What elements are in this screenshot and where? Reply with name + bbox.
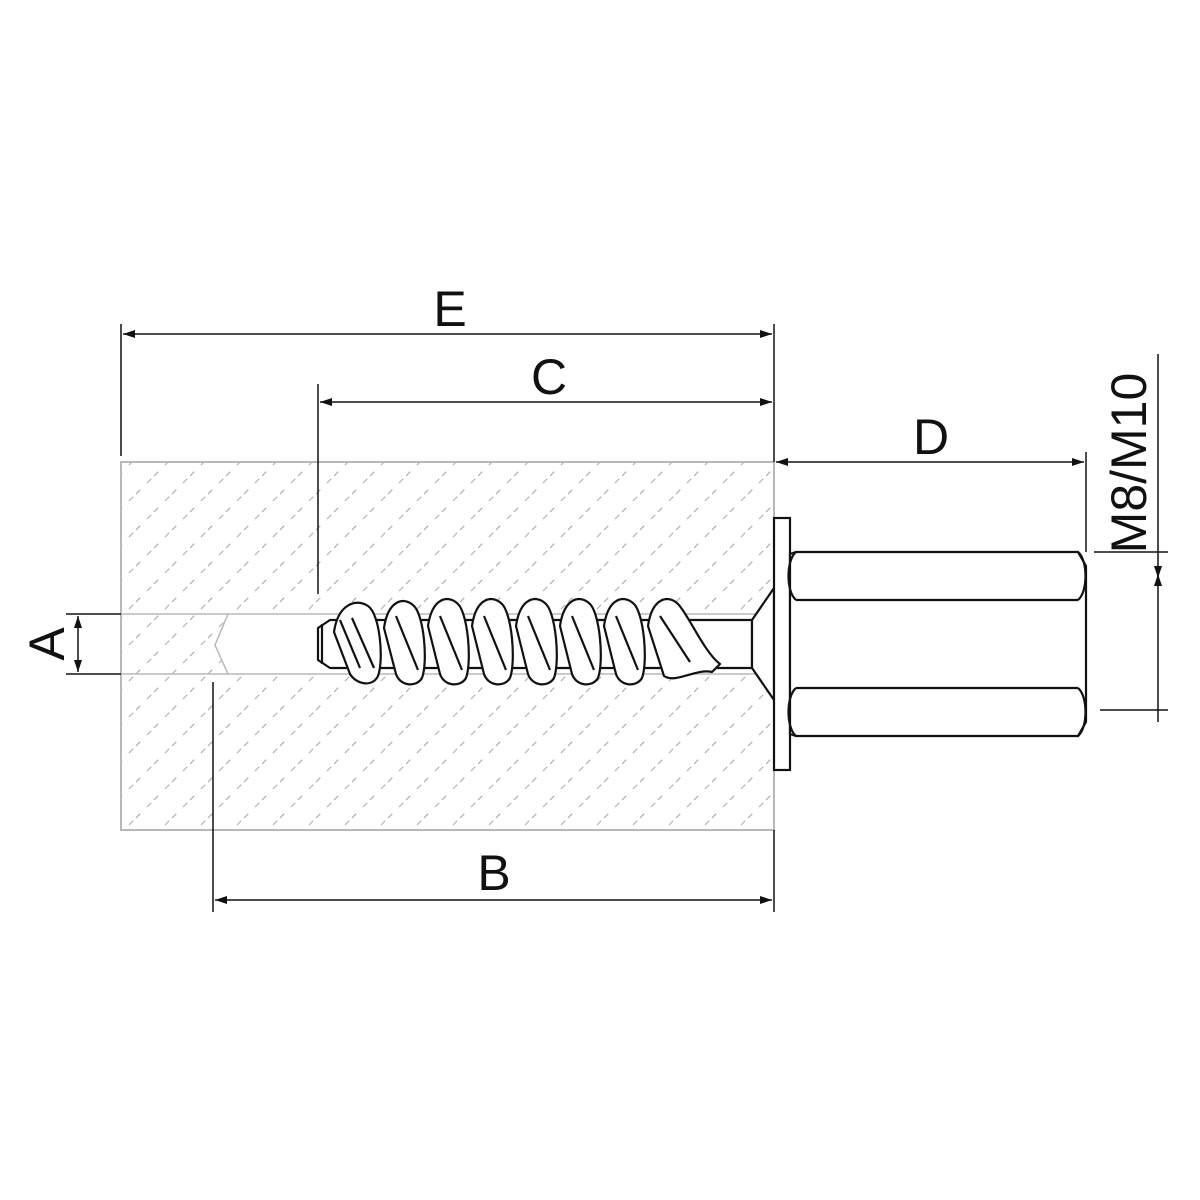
dimension-c-label: C xyxy=(531,349,567,405)
dimension-b-label: B xyxy=(477,845,510,901)
dimension-labels: E C D B A M8/M10 xyxy=(19,281,1157,901)
thread-size-label: M8/M10 xyxy=(1101,373,1157,554)
screw-thread xyxy=(332,598,722,686)
dimension-a-label: A xyxy=(19,627,75,661)
dimension-lines xyxy=(74,330,1162,904)
screw-anchor xyxy=(316,586,776,702)
washer xyxy=(772,516,792,772)
extension-lines xyxy=(66,324,1168,912)
dimension-d-label: D xyxy=(913,409,949,465)
dimension-e-label: E xyxy=(433,281,466,337)
hex-nut xyxy=(787,550,1088,738)
